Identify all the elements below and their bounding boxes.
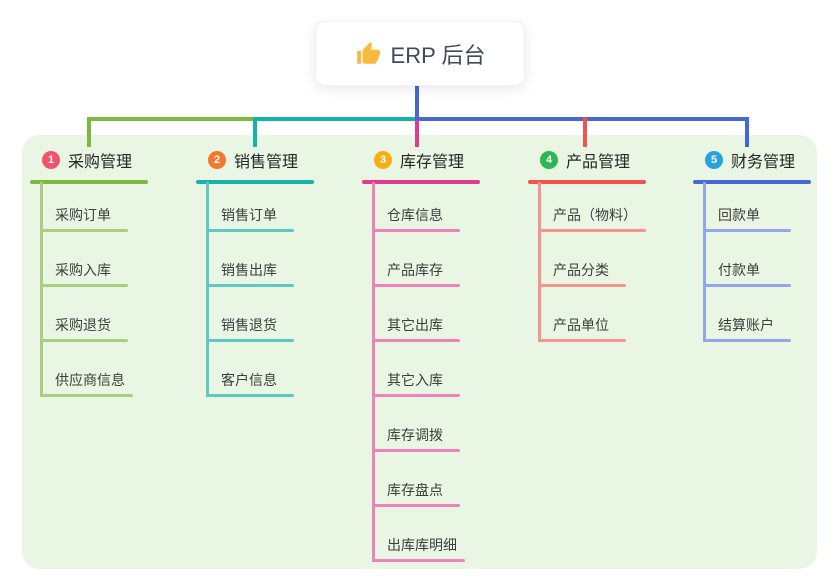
child-underline <box>703 229 791 232</box>
child-underline <box>538 339 626 342</box>
child-item[interactable]: 其它入库 <box>387 372 443 388</box>
child-item[interactable]: 产品（物料） <box>553 207 637 223</box>
child-spine-line <box>703 182 706 342</box>
bus-segment-1 <box>87 117 255 121</box>
branch-index-badge: 2 <box>208 151 226 169</box>
branch-5: 5 财务管理回款单付款单结算账户 <box>693 147 839 342</box>
branch-index-badge: 3 <box>374 151 392 169</box>
child-item[interactable]: 回款单 <box>718 207 760 223</box>
root-node[interactable]: ERP 后台 <box>315 21 525 86</box>
child-item[interactable]: 供应商信息 <box>55 372 125 388</box>
branch-label: 财务管理 <box>731 154 796 171</box>
branch-drop-line-5 <box>745 117 749 147</box>
branch-title-4[interactable]: 4 产品管理 <box>528 147 688 173</box>
child-underline <box>40 229 128 232</box>
root-stem-line <box>415 84 419 120</box>
child-underline <box>206 229 294 232</box>
branch-drop-line-1 <box>87 117 91 147</box>
branch-title-5[interactable]: 5 财务管理 <box>693 147 839 173</box>
child-item[interactable]: 销售退货 <box>221 317 277 333</box>
child-item[interactable]: 客户信息 <box>221 372 277 388</box>
thumbs-up-icon <box>355 41 381 67</box>
child-underline <box>538 229 646 232</box>
branch-index-badge: 5 <box>705 151 723 169</box>
child-underline <box>206 394 294 397</box>
child-spine-line <box>538 182 541 342</box>
child-item[interactable]: 结算账户 <box>718 317 774 333</box>
branch-underline <box>693 180 811 184</box>
child-underline <box>372 559 465 562</box>
branch-label: 产品管理 <box>566 154 631 171</box>
child-underline <box>206 284 294 287</box>
child-underline <box>372 449 460 452</box>
root-title: ERP 后台 <box>390 42 486 68</box>
child-underline <box>538 284 626 287</box>
branch-index-badge: 4 <box>540 151 558 169</box>
branch-underline <box>362 180 480 184</box>
child-item[interactable]: 仓库信息 <box>387 207 443 223</box>
child-item[interactable]: 产品库存 <box>387 262 443 278</box>
child-underline <box>40 394 133 397</box>
branch-drop-line-3 <box>415 120 419 147</box>
child-item[interactable]: 采购退货 <box>55 317 111 333</box>
child-item[interactable]: 出库库明细 <box>387 537 457 553</box>
child-spine-line <box>206 182 209 397</box>
child-underline <box>372 394 460 397</box>
child-item[interactable]: 库存盘点 <box>387 482 443 498</box>
branch-label: 库存管理 <box>400 154 465 171</box>
branch-underline <box>196 180 314 184</box>
branch-underline <box>30 180 148 184</box>
child-item[interactable]: 销售出库 <box>221 262 277 278</box>
child-underline <box>703 284 791 287</box>
child-item[interactable]: 采购订单 <box>55 207 111 223</box>
branch-3: 3 库存管理仓库信息产品库存其它出库其它入库库存调拨库存盘点出库库明细 <box>362 147 522 562</box>
branch-title-3[interactable]: 3 库存管理 <box>362 147 522 173</box>
bus-segment-3 <box>415 117 749 121</box>
child-underline <box>372 284 460 287</box>
child-underline <box>40 284 128 287</box>
branch-title-2[interactable]: 2 销售管理 <box>196 147 356 173</box>
child-underline <box>703 339 791 342</box>
child-item[interactable]: 库存调拨 <box>387 427 443 443</box>
branch-1: 1 采购管理采购订单采购入库采购退货供应商信息 <box>30 147 190 397</box>
child-spine-line <box>372 182 375 562</box>
child-underline <box>372 339 460 342</box>
branch-drop-line-4 <box>583 117 587 147</box>
child-underline <box>40 339 128 342</box>
branch-4: 4 产品管理产品（物料） 产品分类产品单位 <box>528 147 688 342</box>
branch-label: 采购管理 <box>68 154 133 171</box>
child-item[interactable]: 其它出库 <box>387 317 443 333</box>
child-item[interactable]: 产品单位 <box>553 317 609 333</box>
branch-title-1[interactable]: 1 采购管理 <box>30 147 190 173</box>
branch-underline <box>528 180 646 184</box>
branch-drop-line-2 <box>253 117 257 147</box>
child-item[interactable]: 付款单 <box>718 262 760 278</box>
branch-label: 销售管理 <box>234 154 299 171</box>
child-item[interactable]: 采购入库 <box>55 262 111 278</box>
branch-index-badge: 1 <box>42 151 60 169</box>
child-item[interactable]: 产品分类 <box>553 262 609 278</box>
child-underline <box>372 504 460 507</box>
child-spine-line <box>40 182 43 397</box>
child-item[interactable]: 销售订单 <box>221 207 277 223</box>
child-underline <box>206 339 294 342</box>
child-underline <box>372 229 460 232</box>
branch-2: 2 销售管理销售订单销售出库销售退货客户信息 <box>196 147 356 397</box>
branches-panel <box>22 135 817 569</box>
bus-segment-2 <box>253 117 419 121</box>
